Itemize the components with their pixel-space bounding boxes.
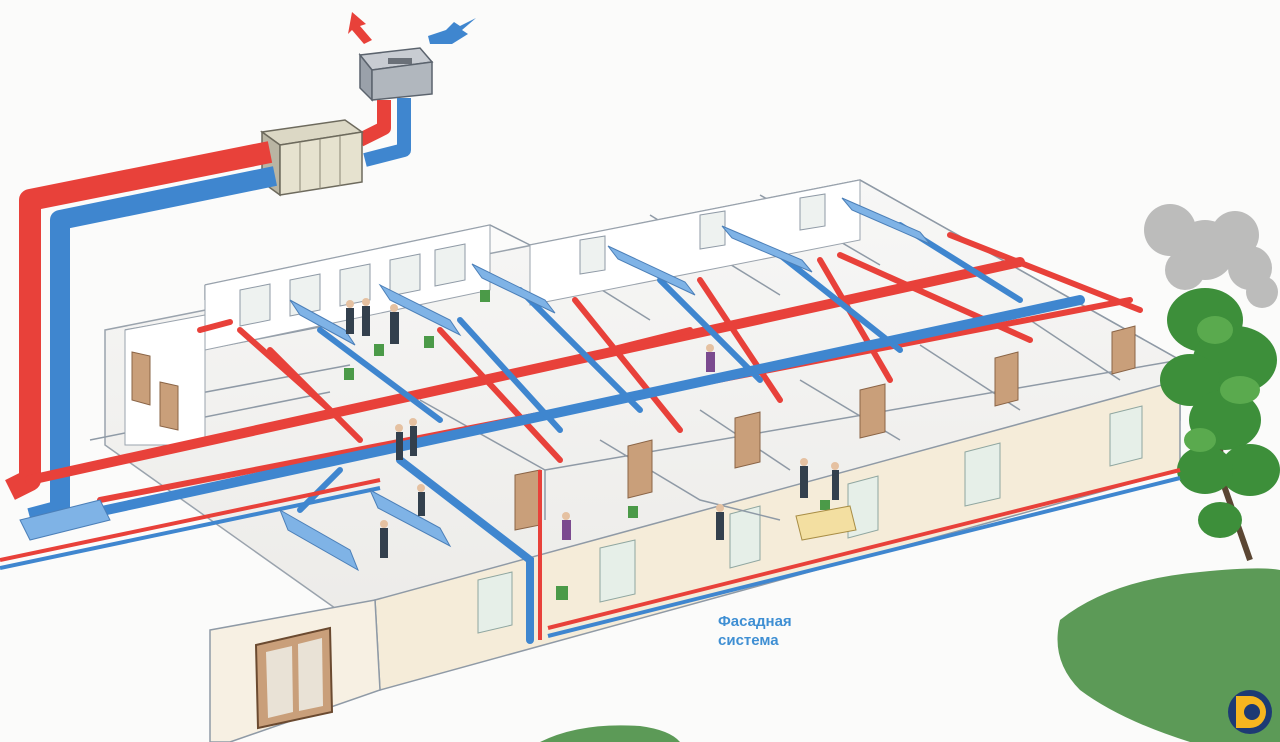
air-handling-unit-icon	[260, 119, 364, 197]
people	[346, 298, 839, 558]
desk	[795, 505, 857, 541]
facade-system-label-line2: система	[718, 632, 779, 649]
entrance-door	[254, 626, 334, 730]
brand-logo-icon	[1228, 690, 1272, 734]
facade-windows	[477, 405, 1143, 634]
facade-system-ducts	[0, 468, 1181, 640]
rooftop-intake-unit-icon	[358, 47, 434, 102]
lawn-right	[1057, 568, 1280, 742]
main-supply-trunk	[5, 141, 273, 500]
riser-ducts	[356, 98, 411, 167]
exhaust-distribution-ducts	[55, 222, 1085, 644]
exhaust-air-arrow-icon	[348, 12, 372, 44]
lawn-bottom	[540, 725, 680, 742]
fresh-air-arrow-icon	[428, 18, 476, 44]
facade-system-label-line1: Фасадная	[718, 613, 792, 630]
interior-doors	[131, 325, 1136, 531]
smoke-cloud	[1144, 204, 1278, 308]
facade-system-label: Фасадная система	[718, 612, 792, 650]
tree	[1160, 288, 1280, 561]
diffuser-boxes	[19, 197, 931, 572]
chairs	[344, 290, 830, 600]
back-windows	[239, 193, 826, 327]
